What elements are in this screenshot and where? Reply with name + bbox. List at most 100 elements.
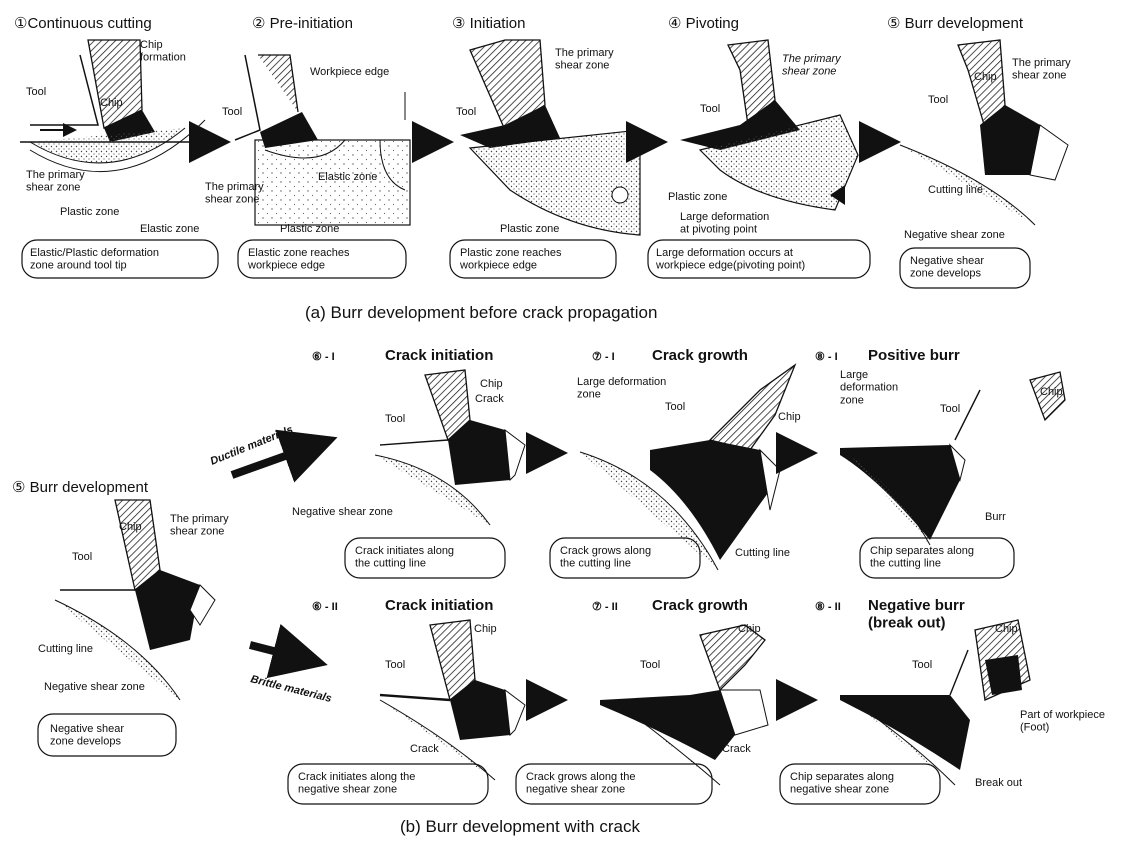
label-text: Chip [778, 411, 801, 423]
label-text: Elastic zone [140, 223, 199, 235]
label-text: Cutting line [928, 184, 983, 196]
panel-b-left: ⑤ Burr development Chip The primaryshear… [12, 479, 229, 756]
label-text: ⑦ - I [592, 351, 615, 363]
label-text: Plastic zone [280, 223, 339, 235]
label-text: Plastic zone [60, 206, 119, 218]
label-text: Tool [665, 401, 685, 413]
label-text: Chip separates alongthe cutting line [870, 545, 974, 570]
panel-a2: ② Pre-initiation Workpiece edge Tool The… [205, 15, 410, 278]
label-text: Elastic zone [318, 171, 377, 183]
label-text: Cutting line [735, 547, 790, 559]
label-text: Tool [700, 103, 720, 115]
label-text: Chip [995, 623, 1018, 635]
label-text: Tool [456, 106, 476, 118]
label-text: ⑦ - II [592, 601, 618, 613]
label-text: Workpiece edge [310, 66, 389, 78]
panel-a3: ③ Initiation The primaryshear zone Tool … [450, 15, 640, 278]
label-text: Tool [26, 86, 46, 98]
diagram-shape [380, 695, 450, 700]
label-text: Negative shearzone develops [50, 723, 124, 748]
caption-a: (a) Burr development before crack propag… [305, 303, 657, 322]
label-text: Chip [119, 521, 142, 533]
step-a1-title: ①Continuous cutting [14, 15, 152, 32]
diagram-shape [650, 440, 770, 560]
label-text: Negative shear zone [44, 681, 145, 693]
label-text: Crack grows alongthe cutting line [560, 545, 651, 570]
panel-b-b3: ⑧ - II Negative burr(break out) Chip Too… [780, 597, 1105, 804]
label-text: Tool [940, 403, 960, 415]
diagram-shape [840, 445, 960, 540]
label-text: Part of workpiece(Foot) [1020, 709, 1105, 734]
diagram-shape [612, 187, 628, 203]
label-text: Negative shear zone [904, 229, 1005, 241]
label-text: Tool [222, 106, 242, 118]
label-text: Tool [385, 659, 405, 671]
label-text: Negative burr(break out) [868, 597, 965, 631]
label-text: The primaryshear zone [782, 53, 842, 78]
label-text: ⑥ - II [312, 601, 338, 613]
label-text: ⑥ - I [312, 351, 335, 363]
diagram-shape [258, 55, 298, 112]
diagram-shape [250, 645, 320, 663]
diagram-shape [235, 55, 260, 140]
label-text: Crack [410, 743, 439, 755]
diagram-shape [470, 130, 640, 235]
label-text: Tool [72, 551, 92, 563]
diagram-shape [950, 650, 968, 695]
diagram-shape [600, 690, 735, 760]
label-text: Large deformationzone [577, 376, 666, 401]
label-text: Tool [928, 94, 948, 106]
label-text: Tool [640, 659, 660, 671]
label-text: ⑧ - II [815, 601, 841, 613]
label-text: Plastic zone reachesworkpiece edge [459, 247, 562, 272]
panel-b-d2: ⑦ - I Crack growth Large deformationzone… [550, 347, 801, 578]
label-text: Negative shear zone [292, 506, 393, 518]
label-text: Break out [975, 777, 1022, 789]
label-text: Brittle materials [249, 673, 333, 705]
label-text: ⑧ - I [815, 351, 838, 363]
label-text: Chip [974, 71, 997, 83]
label-text: Cutting line [38, 643, 93, 655]
caption-b: (b) Burr development with crack [400, 817, 640, 836]
panel-b-d1: ⑥ - I Crack initiation Chip Crack Tool N… [292, 347, 525, 578]
label-text: Tool [912, 659, 932, 671]
label-text: Positive burr [868, 347, 960, 364]
label-text: ⑤ Burr development [887, 15, 1024, 32]
label-text: The primaryshear zone [26, 169, 85, 194]
label-text: Chip [474, 623, 497, 635]
label-text: Crack [722, 743, 751, 755]
diagram-shape [380, 440, 448, 445]
label-text: Plastic zone [500, 223, 559, 235]
label-text: Plastic zone [668, 191, 727, 203]
label-text: Negative shearzone develops [910, 255, 984, 280]
label-text: Chip [738, 623, 761, 635]
diagram-shape [955, 390, 980, 440]
label-text: ④ Pivoting [668, 15, 739, 32]
label-text: Chip [100, 97, 123, 109]
label-text: Crack growth [652, 597, 748, 614]
label-text: Burr [985, 511, 1006, 523]
label-text: Chip [480, 378, 503, 390]
label-text: Crack initiation [385, 347, 493, 364]
label-text: Large deformation occurs atworkpiece edg… [655, 247, 805, 272]
label-text: Crack [475, 393, 504, 405]
label-text: Chip [1040, 386, 1063, 398]
label-text: Crack growth [652, 347, 748, 364]
